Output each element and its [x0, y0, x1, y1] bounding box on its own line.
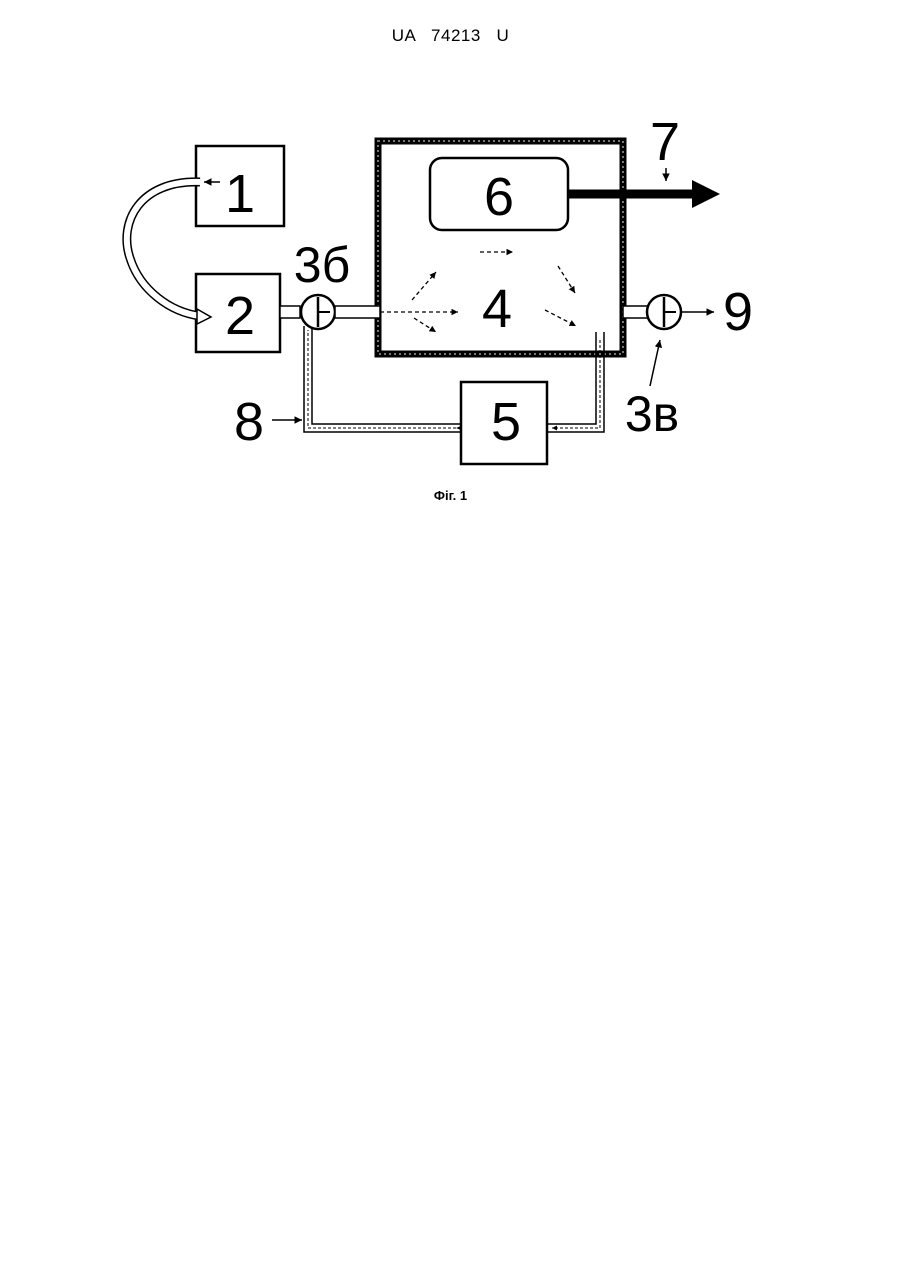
recirculation-pipe-8: [304, 326, 604, 432]
figure-caption: Фіг. 1: [0, 488, 901, 503]
label-8: 8: [234, 392, 264, 452]
block-1-label: 1: [225, 164, 255, 224]
label-3b: 3б: [294, 237, 350, 293]
block-4-label: 4: [482, 279, 512, 339]
block-6-label: 6: [484, 167, 514, 227]
label-3v: 3в: [625, 386, 679, 442]
block-5-label: 5: [491, 392, 521, 452]
label-9: 9: [723, 282, 753, 342]
block-2-label: 2: [225, 286, 255, 346]
label-7: 7: [650, 112, 680, 172]
